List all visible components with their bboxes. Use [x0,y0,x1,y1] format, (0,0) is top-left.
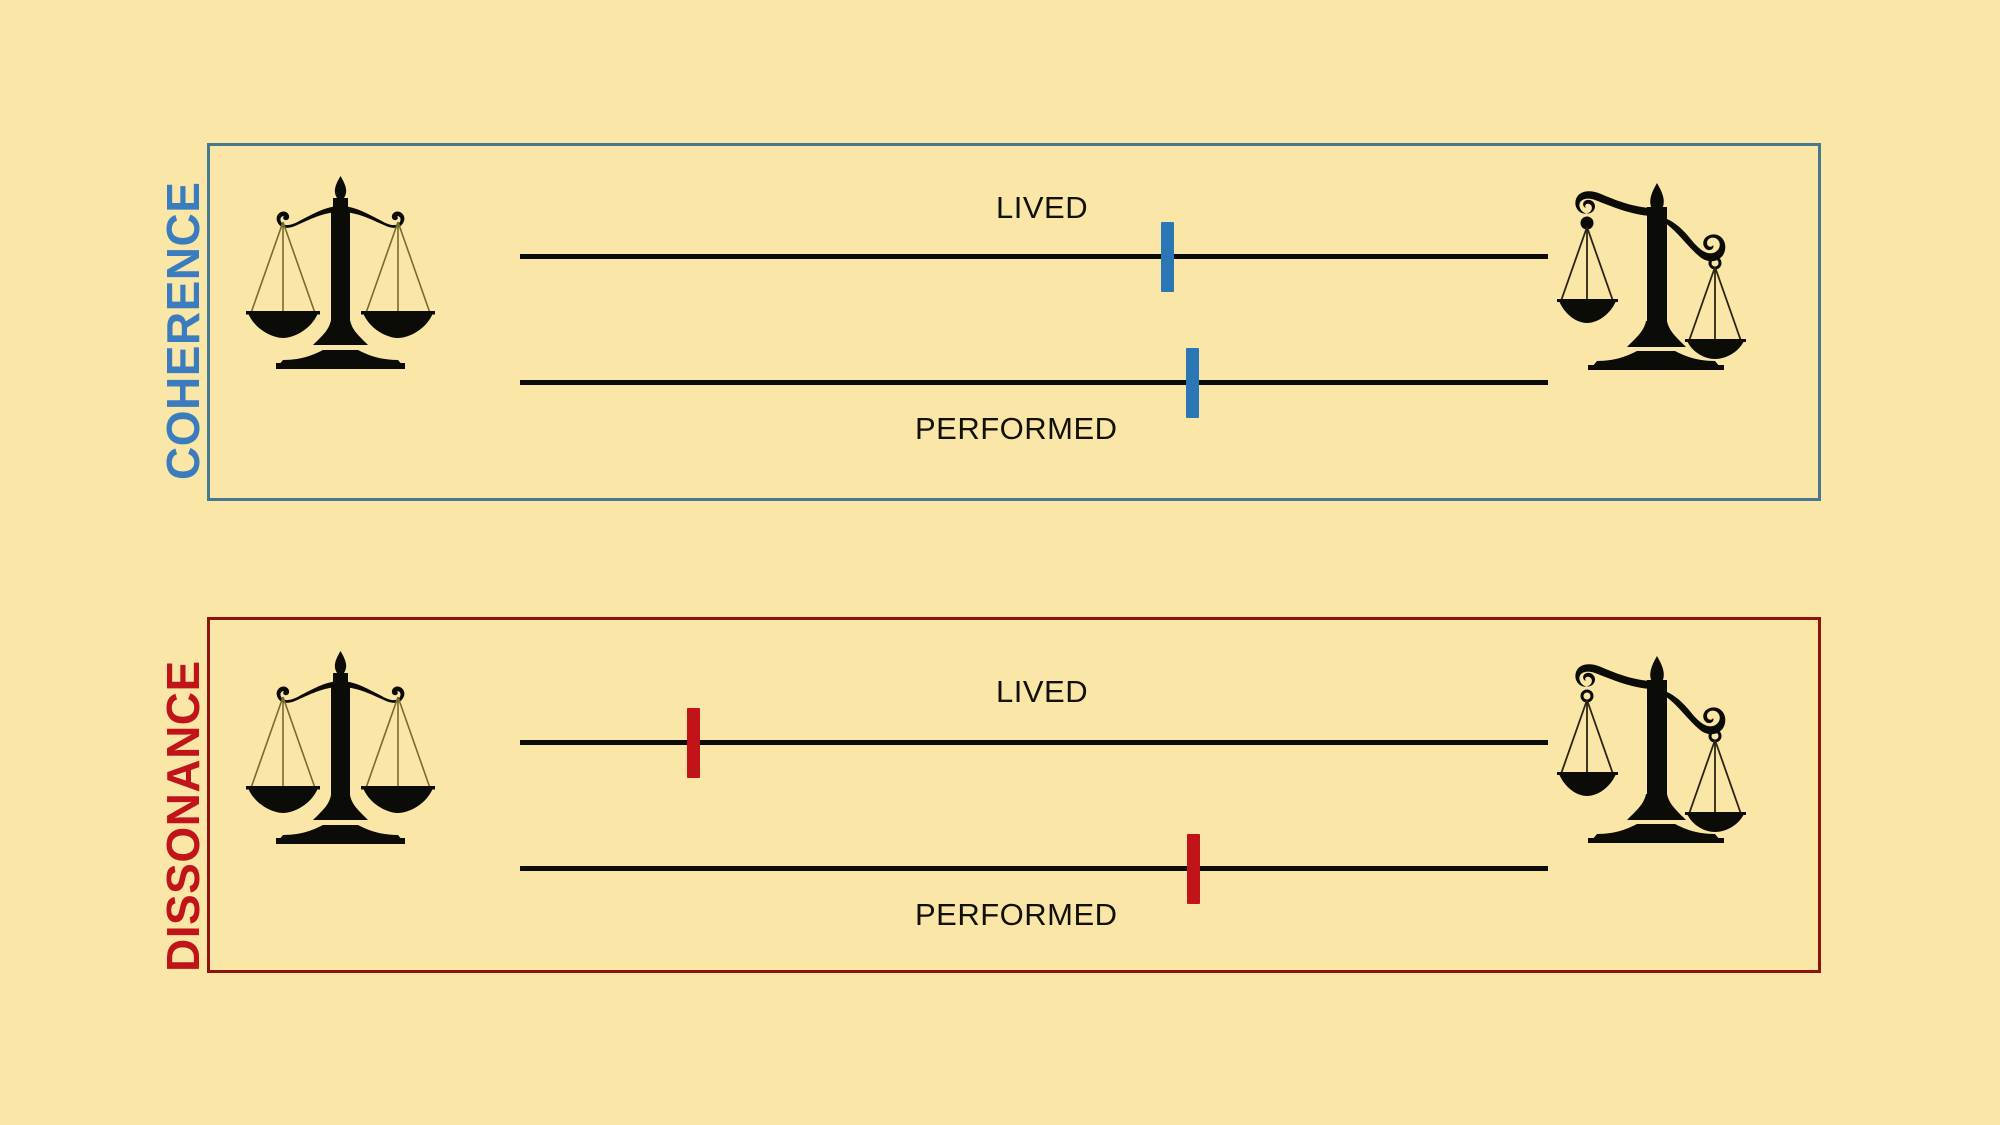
dissonance-performed-track[interactable] [520,866,1548,871]
coherence-category-label: COHERENCE [157,181,209,480]
dissonance-panel [207,617,1821,973]
dissonance-performed-marker[interactable] [1187,834,1200,904]
dissonance-lived-track[interactable] [520,740,1548,745]
dissonance-lived-marker[interactable] [687,708,700,778]
coherence-performed-label: PERFORMED [915,411,1118,446]
unbalanced-scale-icon [1555,648,1750,848]
coherence-lived-marker[interactable] [1161,222,1174,292]
dissonance-category-label: DISSONANCE [157,660,209,972]
coherence-panel [207,143,1821,501]
unbalanced-scale-icon [1555,175,1750,375]
balanced-scale-icon [243,170,438,375]
coherence-lived-track[interactable] [520,254,1548,259]
coherence-performed-track[interactable] [520,380,1548,385]
balanced-scale-icon [243,645,438,850]
coherence-performed-marker[interactable] [1186,348,1199,418]
coherence-lived-label: LIVED [996,190,1089,225]
dissonance-lived-label: LIVED [996,674,1089,709]
dissonance-performed-label: PERFORMED [915,897,1118,932]
